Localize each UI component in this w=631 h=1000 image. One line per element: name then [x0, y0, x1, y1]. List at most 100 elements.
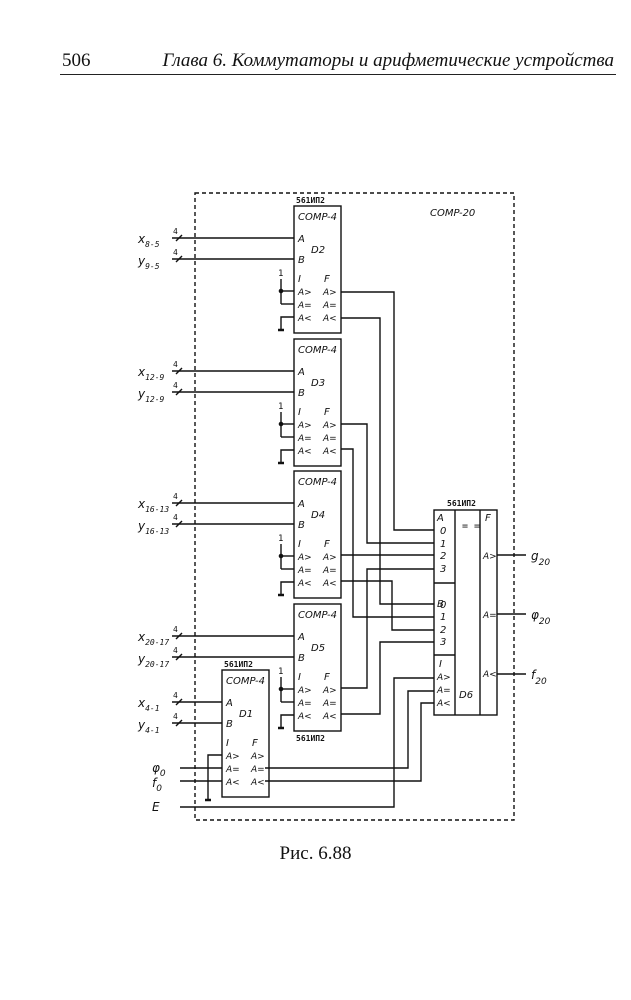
d6-out-lt: A<	[482, 670, 497, 680]
comp20-label: COMP-20	[430, 208, 475, 219]
figure-caption: Рис. 6.88	[279, 843, 352, 864]
output-g20: g20	[531, 549, 550, 568]
pin-f-label: F	[324, 407, 330, 418]
d6-a-bit-2: 2	[440, 551, 446, 562]
comp20-boundary	[194, 192, 515, 821]
input-x-label: x4-1	[137, 696, 160, 713]
pin-b-label: B	[298, 388, 305, 399]
comparator-id: D1	[239, 709, 253, 720]
pin-out-gt: A>	[322, 686, 337, 696]
d6-b-bit-3: 3	[440, 637, 446, 648]
pin-in-gt: A>	[297, 686, 312, 696]
pin-in-gt: A>	[297, 421, 312, 431]
pin-in-lt: A<	[297, 447, 312, 457]
pin-out-eq: A=	[322, 301, 337, 311]
comparator-type: COMP-4	[298, 212, 337, 223]
d6-group-f: F	[485, 513, 491, 524]
pin-a-label: A	[297, 234, 305, 245]
input-y-label: y16-13	[137, 519, 169, 536]
d6-a-bit-1: 1	[440, 539, 446, 550]
bus-width-a: 4	[173, 492, 178, 501]
comparator-id: D4	[311, 510, 325, 521]
pin-a-label: A	[225, 698, 233, 709]
interconnect-wires	[180, 291, 434, 808]
d6-block: 561ИП2 A = = F B I A> A= A< D6 A> A= A< …	[433, 499, 551, 716]
pin-f-label: F	[252, 738, 258, 749]
pin-b-label: B	[298, 653, 305, 664]
d6-b-bit-1: 1	[440, 612, 446, 623]
pin-f-label: F	[324, 539, 330, 550]
output-f20: f20	[531, 668, 547, 687]
const-one-label: 1	[278, 269, 283, 279]
d6-a-bit-0: 0	[440, 526, 446, 537]
pin-f-label: F	[324, 672, 330, 683]
pin-in-gt: A>	[297, 288, 312, 298]
pin-out-gt: A>	[250, 752, 265, 762]
comparator-id: D3	[311, 378, 325, 389]
const-one-label: 1	[278, 402, 283, 412]
pin-in-lt: A<	[297, 712, 312, 722]
bus-width-b: 4	[173, 248, 178, 257]
pin-out-eq: A=	[322, 434, 337, 444]
input-x-label: x20-17	[137, 630, 169, 647]
input-y-label: y9-5	[137, 254, 160, 271]
input-y-label: y12-9	[137, 387, 165, 404]
d6-b-bit-2: 2	[440, 625, 446, 636]
pin-in-eq: A=	[297, 566, 312, 576]
pin-a-label: A	[297, 367, 305, 378]
input-y-label: y20-17	[137, 652, 169, 669]
d6-b-bit-0: 0	[440, 600, 446, 611]
pin-i-label: I	[298, 672, 301, 683]
pin-in-lt: A<	[297, 579, 312, 589]
pin-in-eq: A=	[225, 765, 240, 775]
d6-group-i: I	[439, 659, 442, 670]
pin-in-gt: A>	[225, 752, 240, 762]
input-x-label: x8-5	[137, 232, 160, 249]
input-x-label: x16-13	[137, 497, 169, 514]
input-x-label: x12-9	[137, 365, 165, 382]
d6-in-eq: A=	[436, 686, 451, 696]
comparator-outline	[293, 603, 342, 732]
pin-i-label: I	[298, 274, 301, 285]
pin-out-lt: A<	[322, 579, 337, 589]
pin-b-label: B	[226, 719, 233, 730]
page-number: 506	[62, 50, 91, 71]
pin-i-label: I	[226, 738, 229, 749]
d6-id: D6	[459, 690, 473, 701]
pin-in-eq: A=	[297, 699, 312, 709]
page-header: 506 Глава 6. Коммутаторы и арифметически…	[60, 48, 616, 75]
pin-in-gt: A>	[297, 553, 312, 563]
pin-i-label: I	[298, 407, 301, 418]
const-one-label: 1	[278, 667, 283, 677]
d6-outline	[433, 509, 498, 716]
d6-group-b: B	[437, 599, 444, 610]
input-f0: f0	[152, 776, 162, 794]
pin-f-label: F	[324, 274, 330, 285]
comparator-type: COMP-4	[298, 345, 337, 356]
pin-out-lt: A<	[322, 447, 337, 457]
d6-a-bit-3: 3	[440, 564, 446, 575]
pin-out-eq: A=	[250, 765, 265, 775]
pin-in-eq: A=	[297, 301, 312, 311]
pin-in-lt: A<	[225, 778, 240, 788]
pin-out-gt: A>	[322, 288, 337, 298]
pin-out-lt: A<	[322, 314, 337, 324]
bus-width-a: 4	[173, 227, 178, 236]
pin-in-lt: A<	[297, 314, 312, 324]
comparator-outline	[293, 205, 342, 334]
pin-i-label: I	[298, 539, 301, 550]
comparator-outline	[221, 669, 270, 798]
bus-width-b: 4	[173, 513, 178, 522]
d6-in-lt: A<	[436, 699, 451, 709]
bus-width-a: 4	[173, 360, 178, 369]
running-title: Глава 6. Коммутаторы и арифметические ус…	[162, 50, 614, 71]
pin-b-label: B	[298, 520, 305, 531]
chip-part-label: 561ИП2	[296, 196, 325, 205]
extra-inputs: φ0 f0 E	[152, 761, 222, 814]
output-phi20: φ20	[531, 608, 551, 627]
